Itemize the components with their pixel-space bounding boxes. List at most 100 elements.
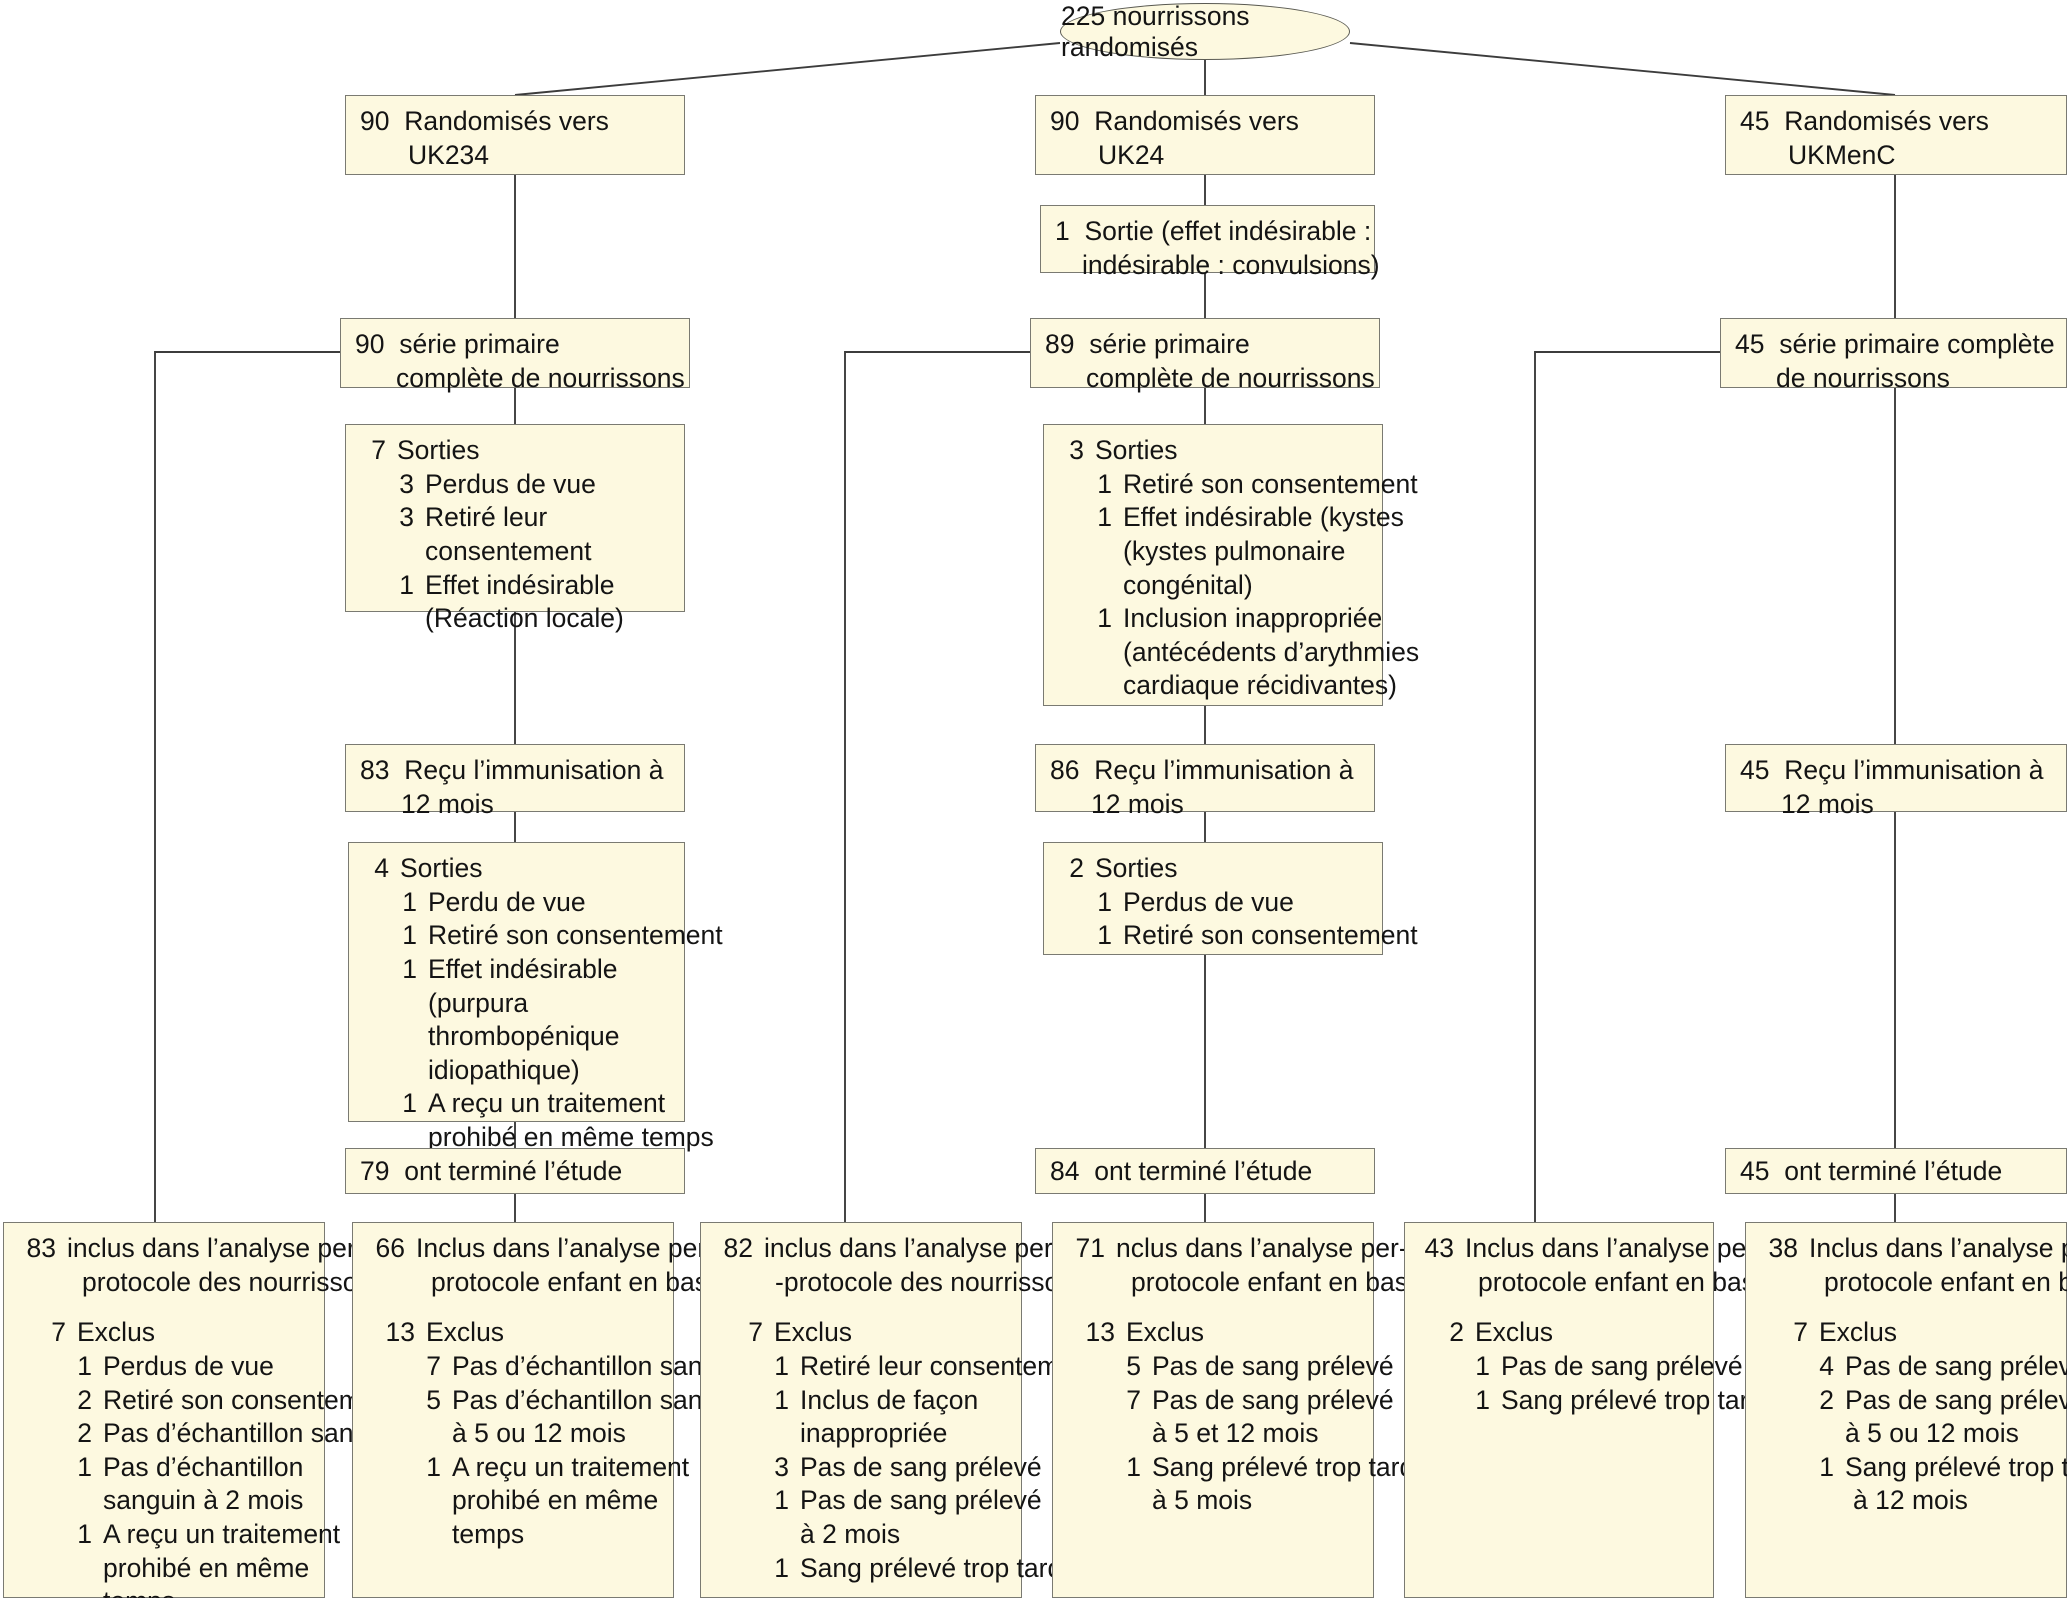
item-num: 1 [77,1451,92,1482]
item-text: Perdu de vue [428,886,586,917]
item-text: A reçu un traitement [452,1451,690,1482]
a1-excluded-label: Exclus [77,1317,156,1348]
uk24-exit-count: 1 [1055,216,1070,246]
item-text-cont: (Réaction locale) [425,603,624,634]
ukmenc-rand-line1: Randomisés vers [1784,106,1989,136]
item-text-cont: cardiaque récidivantes) [1123,670,1397,701]
uk234-immun-line1: Reçu l’immunisation à [404,755,664,785]
item-text: Inclus de façon [800,1384,979,1415]
item-num: 1 [426,1451,441,1482]
a2-count: 66 [375,1233,405,1263]
item-text: Pas de sang prélevé [1152,1350,1394,1381]
item-num: 1 [402,886,417,917]
item-text-cont: thrombopénique [428,1021,620,1052]
item-num: 1 [1126,1451,1141,1482]
item-text: Effet indésirable [425,569,615,600]
a4-excluded-label: Exclus [1126,1317,1205,1348]
item-text-cont: à 5 et 12 mois [1152,1418,1319,1449]
box-analysis-per-protocol-toddlers-uk24: 71 nclus dans l’analyse per- protocole e… [1052,1222,1460,1598]
uk24-immun-line2: 12 mois [1091,788,1184,819]
a6-title-line1: Inclus dans l’analyse per- [1809,1233,2067,1263]
a4-excluded-num: 13 [1085,1317,1115,1348]
uk24-immun-line1: Reçu l’immunisation à [1094,755,1354,785]
box-immunisation-uk234: 83 Reçu l’immunisation à 12 mois [345,744,685,819]
item-text: Perdus de vue [103,1350,274,1381]
item-num: 5 [426,1384,441,1415]
item-text-cont: sanguin à 2 mois [103,1485,304,1516]
item-text: A reçu un traitement [103,1519,341,1550]
uk234-primary-line2: complète de nourrissons [396,362,685,393]
item-text: Pas de sang prélevé [800,1451,1042,1482]
item-text-cont: idiopathique) [428,1054,580,1085]
uk24-exit-line2: indésirable : convulsions) [1082,249,1380,280]
box-randomized-uk234: 90 Randomisés vers UK234 [345,95,685,175]
item-text-cont: à 5 ou 12 mois [452,1418,626,1449]
uk24-rand-line1: Randomisés vers [1094,106,1299,136]
a2-excluded-label: Exclus [426,1317,505,1348]
item-text: Sang prélevé trop tard [800,1552,1063,1583]
item-num: 1 [1475,1384,1490,1415]
uk24-primary-line1: série primaire [1089,329,1250,359]
item-text: Effet indésirable (kystes [1123,502,1404,533]
item-text-cont: prohibé en même temps [428,1122,714,1153]
uk234-rand-line2: UK234 [408,139,490,170]
a6-count: 38 [1768,1233,1798,1263]
item-text: Pas d’échantillon [103,1451,304,1482]
item-num: 1 [399,569,414,600]
uk24-completed-count: 84 [1050,1156,1080,1186]
item-num: 1 [1097,886,1112,917]
uk24-rand-line2: UK24 [1098,139,1165,170]
box-completed-ukmenc: 45 ont terminé l’étude [1725,1148,2067,1194]
box-completed-uk234: 79 ont terminé l’étude [345,1148,685,1194]
uk24-dropouts2-label: Sorties [1095,853,1178,883]
box-early-exit-uk24: 1 Sortie (effet indésirable : indésirabl… [1040,205,1380,280]
uk234-primary-count: 90 [355,329,385,359]
ukmenc-immun-line1: Reçu l’immunisation à [1784,755,2044,785]
item-num: 4 [1819,1350,1834,1381]
box-immunisation-ukmenc: 45 Reçu l’immunisation à 12 mois [1725,744,2067,819]
item-num: 1 [774,1350,789,1381]
item-text: Retiré leur consentement [800,1350,1097,1381]
a6-excluded-num: 7 [1793,1317,1808,1348]
item-text: Sang prélevé trop tard [1501,1384,1764,1415]
uk24-exit-line1: Sortie (effet indésirable : [1084,216,1372,246]
box-randomized-uk24: 90 Randomisés vers UK24 [1035,95,1375,175]
item-num: 2 [77,1418,92,1449]
item-text-cont: (antécédents d’arythmies [1123,636,1420,667]
a4-count: 71 [1075,1233,1105,1263]
item-num: 1 [1097,468,1112,499]
item-num: 1 [1097,603,1112,634]
item-text: Retiré son consentement [428,920,723,951]
box-analysis-per-protocol-toddlers-ukmenc-b: 38 Inclus dans l’analyse per- protocole … [1745,1222,2067,1598]
item-num: 1 [1475,1350,1490,1381]
box-primary-series-uk234: 90 série primaire complète de nourrisson… [340,318,690,393]
uk234-dropouts2-label: Sorties [400,853,483,883]
a2-title-line2: protocole enfant en bas âge [431,1266,760,1297]
item-num: 1 [1097,502,1112,533]
uk24-dropouts1-count: 3 [1069,435,1084,465]
box-completed-uk24: 84 ont terminé l’étude [1035,1148,1375,1194]
item-text: Inclusion inappropriée [1123,603,1383,634]
a2-excluded-num: 13 [385,1317,415,1348]
item-num: 1 [1819,1451,1834,1482]
item-text-cont: à 12 mois [1853,1485,1968,1516]
item-num: 3 [399,502,414,533]
item-text-cont: à 5 mois [1152,1485,1253,1516]
a1-excluded-num: 7 [51,1317,66,1348]
item-text-cont: (kystes pulmonaire [1123,535,1346,566]
item-text-cont: congénital) [1123,569,1253,600]
uk24-completed-text: ont terminé l’étude [1094,1156,1313,1186]
item-num: 1 [774,1485,789,1516]
item-num: 1 [774,1552,789,1583]
item-num: 2 [1819,1384,1834,1415]
item-num: 7 [426,1350,441,1381]
a6-title-line2: protocole enfant en bas âge [1824,1266,2067,1297]
item-text: A reçu un traitement [428,1088,666,1119]
a4-title-line1: nclus dans l’analyse per- [1116,1233,1408,1263]
box-analysis-per-protocol-infants-uk24: 82 inclus dans l’analyse per -protocole … [700,1222,1096,1598]
uk234-dropouts1-label: Sorties [397,435,480,465]
item-text: Retiré son consentement [103,1384,398,1415]
uk24-rand-count: 90 [1050,106,1080,136]
a2-title-line1: Inclus dans l’analyse per- [416,1233,716,1263]
